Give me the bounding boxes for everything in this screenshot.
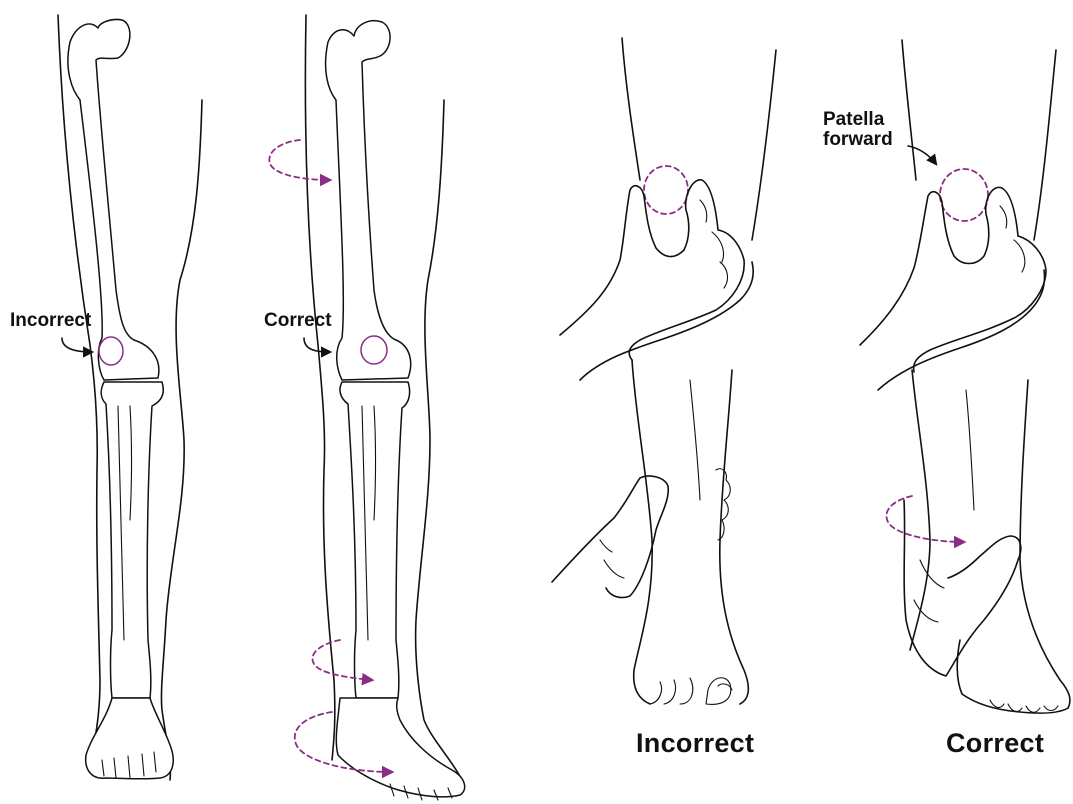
patella-outline xyxy=(940,169,988,221)
patella xyxy=(99,337,123,365)
patella-forward-line1: Patella xyxy=(823,110,893,130)
femur xyxy=(326,21,411,380)
patella-outline xyxy=(644,166,688,214)
leg-correct-label: Correct xyxy=(946,730,1044,757)
rotation-arrow-ankle xyxy=(886,496,964,542)
patella xyxy=(361,336,387,364)
skeleton-incorrect-label: Incorrect xyxy=(10,311,91,330)
skeleton-incorrect-panel xyxy=(58,15,202,780)
foot xyxy=(336,698,464,800)
patella-forward-label: Patella forward xyxy=(823,110,893,150)
skeleton-correct-label: Correct xyxy=(264,311,332,330)
upper-hand xyxy=(560,180,753,380)
patella-forward-line2: forward xyxy=(823,130,893,150)
leg-outline xyxy=(622,38,776,704)
lower-hand xyxy=(904,500,1021,676)
skeleton-correct-panel xyxy=(269,15,464,800)
tibia-fibula xyxy=(340,382,410,698)
lower-hand xyxy=(552,469,730,598)
toes xyxy=(650,678,732,705)
leg-outline xyxy=(902,40,1070,708)
leg-incorrect-panel xyxy=(552,38,776,704)
leg-incorrect-label: Incorrect xyxy=(636,730,754,757)
rotation-arrow-thigh xyxy=(269,140,330,180)
foot xyxy=(957,640,1068,713)
tibia-fibula xyxy=(101,382,163,698)
pointer-arrow xyxy=(62,338,92,352)
